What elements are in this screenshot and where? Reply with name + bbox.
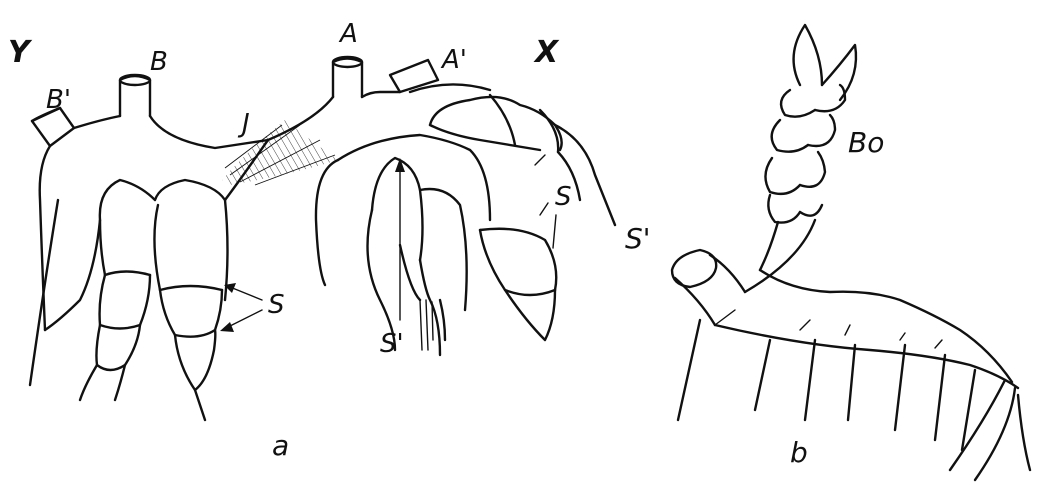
label-a-prime: A' [440, 45, 467, 75]
label-a: A [338, 19, 358, 49]
junction-j [222, 120, 338, 185]
label-y: Y [8, 35, 33, 70]
label-s-prime-a: S' [380, 329, 404, 359]
bud-bo [745, 25, 856, 292]
roots-y [80, 272, 222, 421]
rhizome-y [74, 116, 268, 148]
label-s-left: S [268, 290, 285, 320]
caption-a: a [272, 429, 289, 462]
label-s-right: S [555, 182, 572, 212]
stolon-b [672, 250, 1030, 480]
label-b-prime: B' [46, 85, 71, 115]
pointers-s-right [535, 155, 556, 248]
shoot-b [120, 76, 150, 116]
caption-b: b [790, 436, 808, 469]
label-x: X [533, 35, 560, 70]
shoot-a [333, 59, 362, 98]
label-j: J [237, 109, 250, 139]
panel-a: Y X A A' B B' J S S S' a [8, 19, 615, 462]
label-b: B [150, 47, 168, 77]
arrow-s-prime [395, 158, 405, 320]
label-bo: Bo [848, 126, 884, 159]
label-s-prime-b: S' [625, 222, 650, 255]
panel-b: Bo S' b [625, 25, 1030, 480]
clone-y [30, 75, 268, 420]
